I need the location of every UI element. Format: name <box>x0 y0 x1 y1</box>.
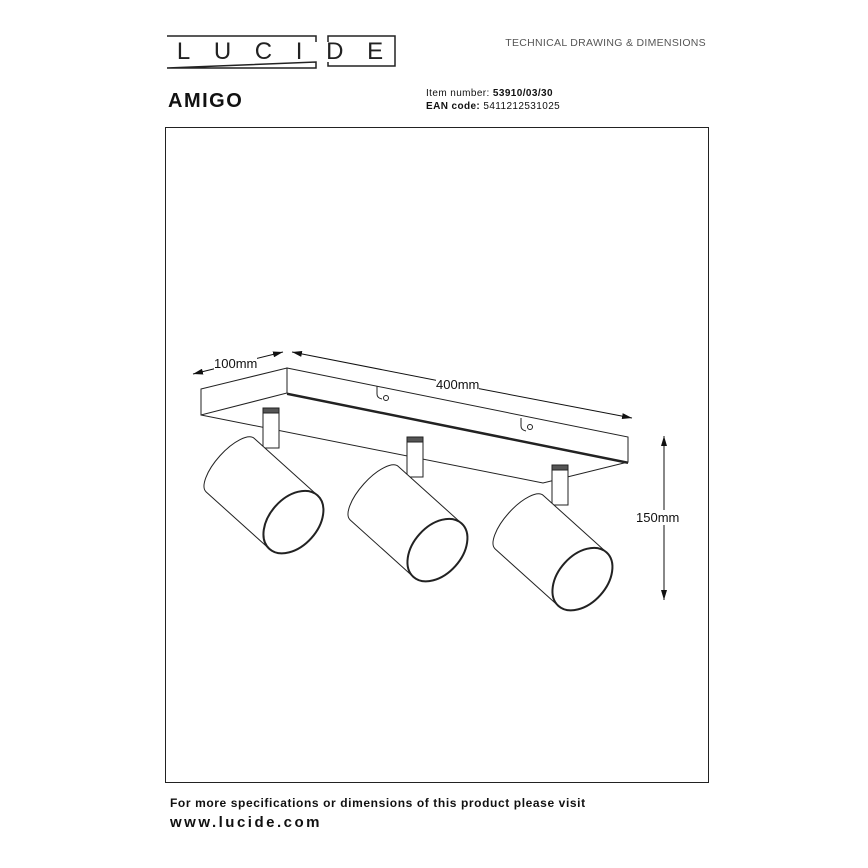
spotlight-3 <box>492 464 614 612</box>
document-subtitle: TECHNICAL DRAWING & DIMENSIONS <box>505 37 706 49</box>
website-link[interactable]: www.lucide.com <box>170 814 322 831</box>
ean-code: 5411212531025 <box>483 101 561 112</box>
ean-label: EAN code: <box>426 101 481 112</box>
spotlight-1 <box>203 407 325 555</box>
ceiling-plate <box>200 367 629 484</box>
item-number: 53910/03/30 <box>492 88 553 99</box>
item-number-label: Item number: <box>426 88 490 99</box>
length-dimension: 400mm <box>436 377 480 392</box>
drawing-frame <box>165 127 709 783</box>
height-dimension: 150mm <box>636 510 680 525</box>
depth-dimension: 100mm <box>214 356 258 371</box>
footer-note: For more specifications or dimensions of… <box>170 796 586 810</box>
product-name: AMIGO <box>168 90 244 112</box>
product-meta: Item number: 53910/03/30 EAN code: 54112… <box>426 87 560 113</box>
spotlight-2 <box>347 436 469 583</box>
